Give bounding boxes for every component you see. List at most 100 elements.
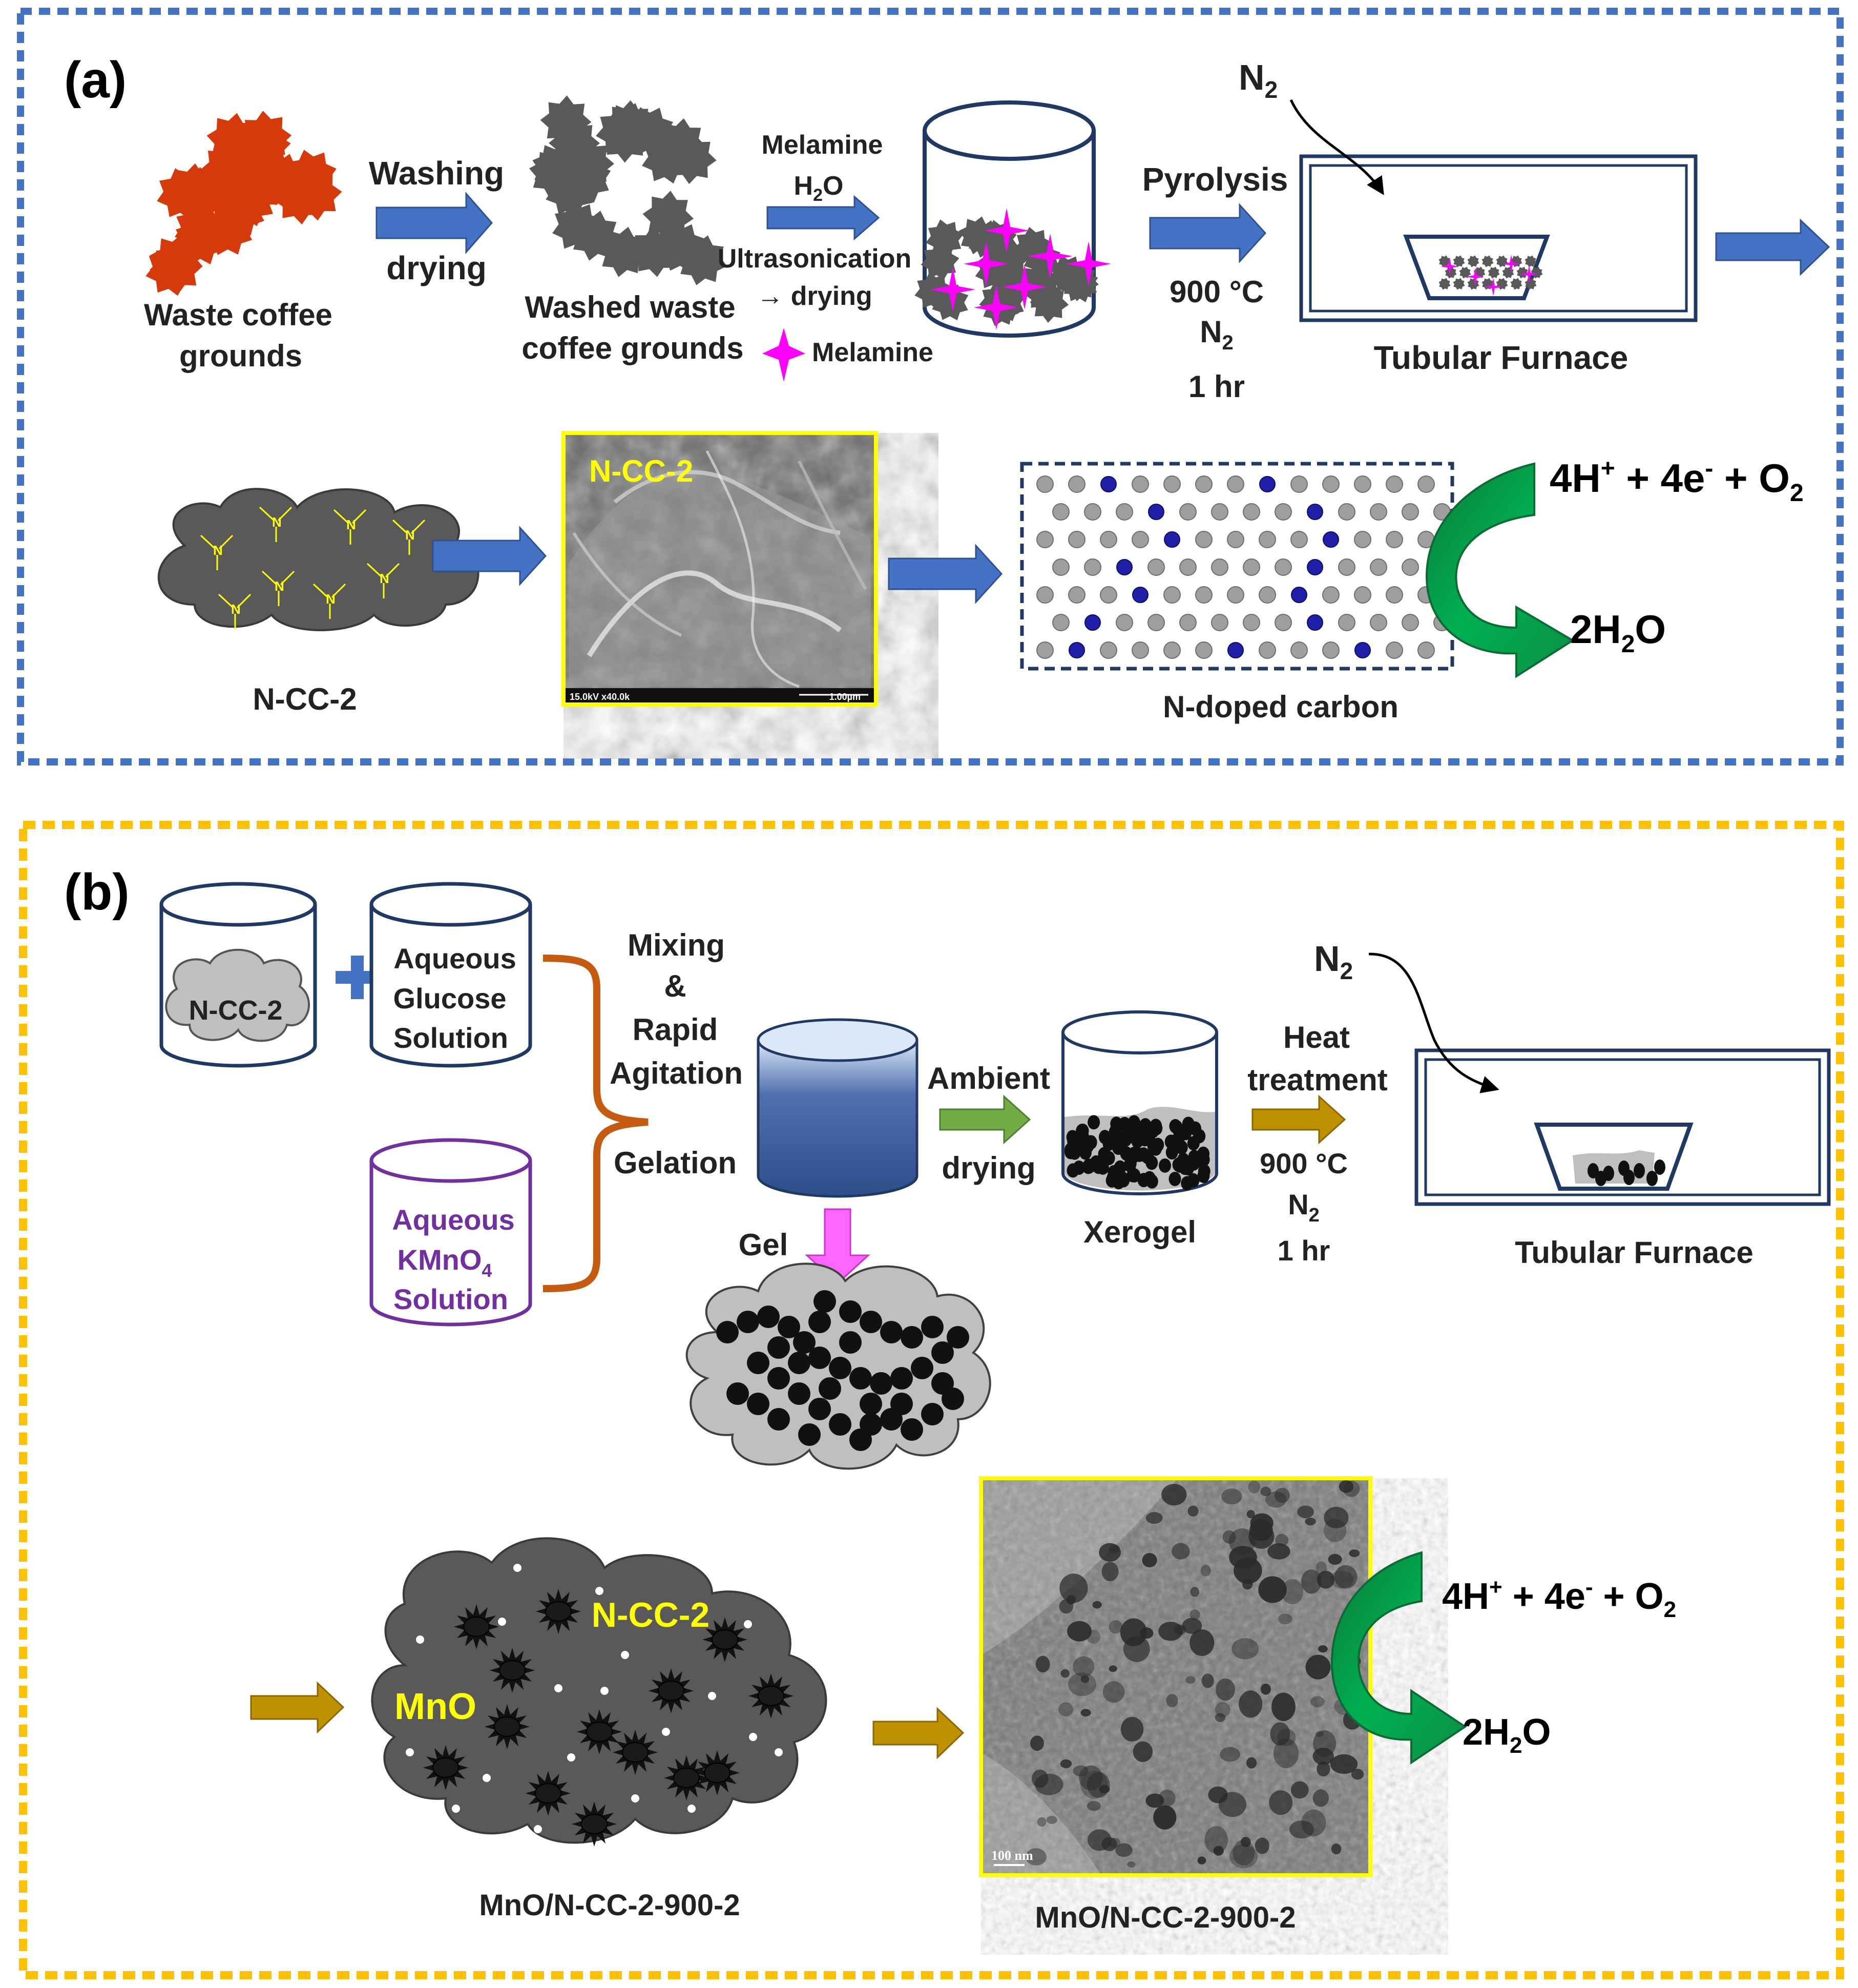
tem-particle — [1328, 1554, 1342, 1565]
tem-particle — [1153, 1805, 1177, 1830]
orr-a-plus: + — [1601, 455, 1615, 482]
tem-particle — [1140, 1627, 1154, 1639]
washing-arrow — [375, 192, 493, 254]
tem-particle — [1087, 1829, 1112, 1851]
tem-particle — [1102, 1681, 1125, 1703]
xerogel-bead — [1114, 1160, 1126, 1175]
drying-label: drying — [386, 250, 487, 286]
xerogel-bead — [1123, 1158, 1136, 1173]
tem-particle — [1099, 1785, 1110, 1794]
sample-melamine — [1441, 257, 1459, 276]
white-dot — [452, 1805, 460, 1813]
nitrogen-atom — [1354, 642, 1371, 658]
gel-bead — [839, 1331, 862, 1354]
sample-particle — [1525, 255, 1537, 267]
sample-particle — [1516, 266, 1529, 279]
nitrogen-atom — [1069, 642, 1085, 658]
white-dot — [513, 1564, 521, 1572]
carbon-atom — [1211, 558, 1228, 576]
tubular-furnace-b — [1414, 1048, 1831, 1206]
ncc-label: N-CC-2 — [253, 682, 357, 716]
carbon-atom — [1275, 558, 1292, 576]
tem-particle — [1101, 1562, 1119, 1582]
orr-b-minus: - — [1585, 1575, 1593, 1600]
tem-particle — [1267, 1543, 1290, 1560]
nitrogen-atom — [1227, 642, 1244, 658]
pyrolysis-arrow — [1149, 203, 1267, 263]
coffee-particle — [991, 238, 1030, 277]
kmno4-beaker: Aqueous KMnO4 Solution — [369, 1138, 532, 1327]
xerogel-bead — [1092, 1159, 1105, 1174]
furnace-a-gas-arrow — [1289, 99, 1384, 195]
carbon-atom — [1227, 475, 1244, 493]
orr-b-4e: + 4e — [1502, 1576, 1585, 1617]
orr-a-4h: 4H — [1550, 455, 1601, 501]
xerogel-bead — [1170, 1120, 1183, 1135]
sample-particle — [1453, 278, 1465, 290]
carbon-atom — [1100, 531, 1117, 548]
coffee-particle — [549, 117, 600, 169]
orr-a-o: O — [1635, 607, 1666, 652]
gel-bead — [931, 1341, 954, 1364]
carbon-atom — [1052, 503, 1070, 521]
glucose-line1: Aqueous — [393, 942, 516, 975]
xerogel-bead — [1172, 1157, 1185, 1172]
melamine-star — [1002, 264, 1047, 309]
tem-particle — [1305, 1517, 1316, 1526]
tem-particle — [1301, 1569, 1322, 1594]
white-dot — [687, 1805, 696, 1813]
carbon-atom — [1370, 614, 1387, 631]
sem-scale: 1.00µm — [829, 692, 861, 702]
tem-particle — [1271, 1692, 1296, 1721]
carbon-atom — [1100, 641, 1117, 659]
xerogel-bead — [1067, 1163, 1079, 1178]
washed-label-line2: coffee grounds — [521, 331, 743, 365]
carbon-atom — [1195, 641, 1213, 659]
tem-particle — [1216, 1678, 1235, 1701]
tem-particle — [1234, 1557, 1262, 1584]
white-dot — [708, 1692, 716, 1700]
orr-reactants-a: 4H+ + 4e- + O2 — [1550, 455, 1804, 507]
white-dot — [600, 1687, 609, 1695]
white-dot — [662, 1728, 670, 1736]
continue-arrow — [1715, 218, 1830, 276]
mno-core — [658, 1681, 684, 1701]
ncc-to-sem-arrow — [432, 526, 547, 586]
glucose-line2: Glucose — [393, 982, 507, 1014]
carbon-atom — [1227, 586, 1244, 604]
white-dot — [631, 1794, 639, 1803]
orr-b-plus: + — [1489, 1575, 1502, 1600]
nitrogen-mark: N — [259, 506, 293, 542]
xerogel-bead — [1198, 1164, 1210, 1178]
nitrogen-atom — [1323, 531, 1339, 548]
carbon-atom — [1163, 475, 1181, 493]
white-dot — [744, 1620, 752, 1628]
combine-bracket — [542, 955, 649, 1292]
tem-image: 100 nm — [979, 1476, 1372, 1877]
waste-label-line1: Waste coffee — [144, 298, 332, 332]
mno-core — [673, 1768, 700, 1788]
carbon-atom — [1179, 503, 1197, 521]
gel-bead — [737, 1311, 759, 1333]
tem-particle — [1246, 1757, 1257, 1769]
carbon-atom — [1417, 641, 1435, 659]
panel-a: (a) Waste coffee grounds Washing drying … — [17, 8, 1844, 765]
carbon-atom — [1322, 475, 1340, 493]
tem-particle — [1058, 1702, 1074, 1717]
tem-particle — [1197, 1856, 1206, 1865]
tem-particle — [1109, 1665, 1117, 1672]
carbon-atom — [1402, 558, 1419, 576]
tem-particle — [1035, 1655, 1050, 1673]
nitrogen-mark: N — [200, 534, 234, 570]
coffee-particle — [1024, 274, 1063, 313]
melamine-star — [974, 285, 1019, 330]
plus-sign — [336, 956, 379, 999]
carbon-atom — [1036, 641, 1054, 659]
sem-label: N-CC-2 — [589, 454, 693, 488]
tem-particle — [1080, 1770, 1108, 1799]
composite-ncc-label: N-CC-2 — [592, 1596, 709, 1634]
gel-bead — [870, 1372, 892, 1395]
gel-bead — [829, 1413, 851, 1436]
tem-particle — [1046, 1815, 1057, 1824]
